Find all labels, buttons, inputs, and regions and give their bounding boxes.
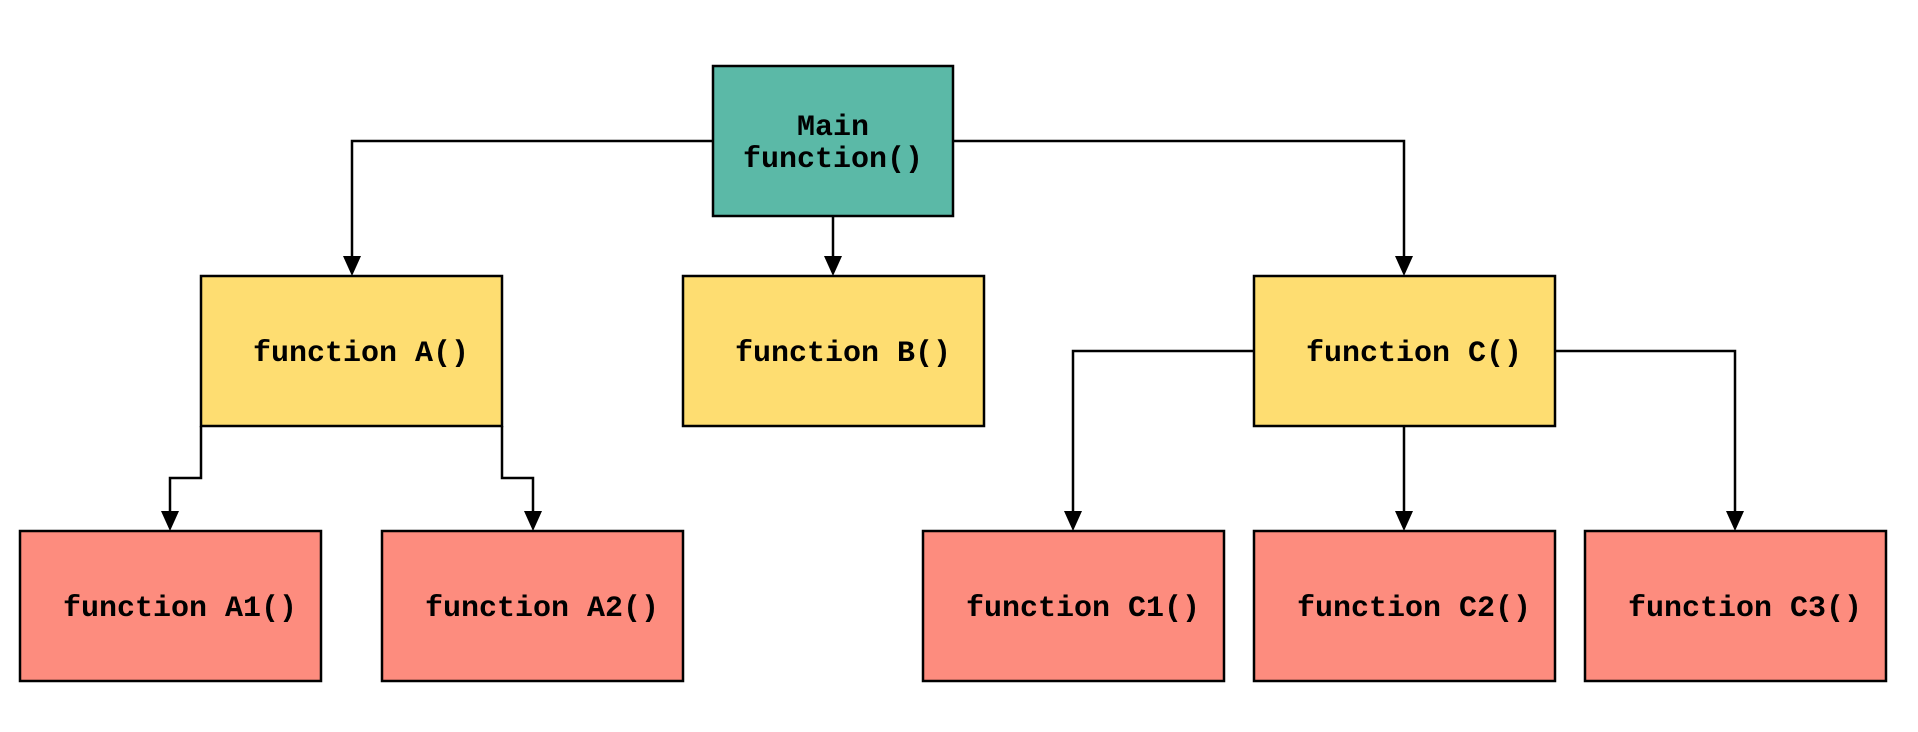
arrowhead-b bbox=[824, 256, 842, 276]
edge-main-to-c bbox=[953, 139, 1406, 256]
arrowhead-c1 bbox=[1064, 511, 1082, 531]
node-c-box bbox=[1252, 274, 1557, 428]
arrowhead-c bbox=[1395, 256, 1413, 276]
node-c1-label: function C1() bbox=[966, 592, 1200, 626]
node-function-c3: function C3() bbox=[1583, 529, 1888, 683]
node-function-a1: function A1() bbox=[18, 529, 323, 683]
node-b-box bbox=[681, 274, 986, 428]
node-main-box bbox=[711, 64, 955, 218]
arrowhead-c2 bbox=[1395, 511, 1413, 531]
arrowhead-a1 bbox=[161, 511, 179, 531]
node-c3-box bbox=[1583, 529, 1888, 683]
node-a2-box bbox=[380, 529, 685, 683]
node-main-function: Main function() bbox=[711, 64, 955, 218]
node-function-c1: function C1() bbox=[921, 529, 1226, 683]
node-c1-box bbox=[921, 529, 1226, 683]
node-a2-label: function A2() bbox=[425, 592, 659, 626]
connectors bbox=[161, 139, 1744, 531]
node-a-label: function A() bbox=[253, 337, 469, 371]
node-main-label-line1: Main bbox=[797, 111, 869, 145]
edge-a-to-a2 bbox=[500, 426, 535, 511]
edge-main-to-a bbox=[350, 139, 713, 256]
node-main-label-line2: function() bbox=[743, 143, 923, 177]
node-c-label: function C() bbox=[1306, 337, 1522, 371]
node-b-label: function B() bbox=[735, 337, 951, 371]
node-function-c2: function C2() bbox=[1252, 529, 1557, 683]
edge-a-to-a1 bbox=[168, 426, 203, 511]
node-function-a: function A() bbox=[199, 274, 504, 428]
node-c3-label: function C3() bbox=[1628, 592, 1862, 626]
node-function-b: function B() bbox=[681, 274, 986, 428]
arrowhead-c3 bbox=[1726, 511, 1744, 531]
node-a-box bbox=[199, 274, 504, 428]
node-c2-label: function C2() bbox=[1297, 592, 1531, 626]
arrowhead-a bbox=[343, 256, 361, 276]
node-c2-box bbox=[1252, 529, 1557, 683]
node-function-c: function C() bbox=[1252, 274, 1557, 428]
node-function-a2: function A2() bbox=[380, 529, 685, 683]
node-a1-box bbox=[18, 529, 323, 683]
edge-c-to-c3 bbox=[1554, 349, 1737, 511]
node-a1-label: function A1() bbox=[63, 592, 297, 626]
arrowhead-a2 bbox=[524, 511, 542, 531]
edge-c-to-c1 bbox=[1071, 349, 1254, 511]
